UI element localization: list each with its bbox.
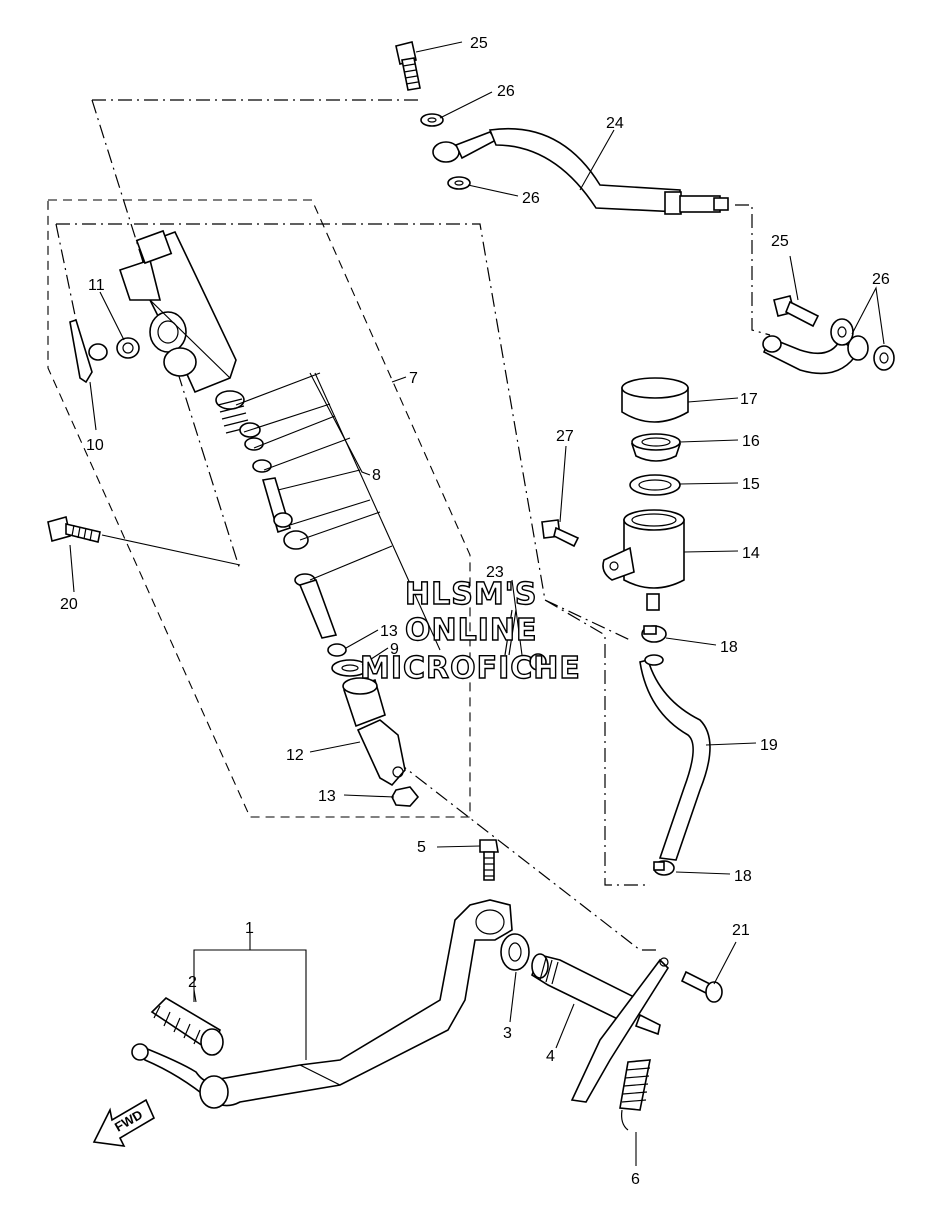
callout-15: 15 bbox=[742, 476, 760, 493]
fwd-direction-arrow: FWD bbox=[92, 1098, 156, 1147]
leader-lines bbox=[69, 41, 885, 1166]
part-13-nut-lower bbox=[391, 786, 420, 807]
callout-1: 1 bbox=[245, 920, 254, 937]
washers-26-top bbox=[420, 113, 471, 190]
bolt-25-top bbox=[395, 41, 421, 91]
reservoir-cap-17 bbox=[621, 377, 689, 423]
callout-21: 21 bbox=[732, 922, 750, 939]
callout-20: 20 bbox=[60, 596, 78, 613]
watermark: HLSM'S ONLINE MICROFICHE bbox=[359, 576, 581, 686]
callout-7: 7 bbox=[409, 370, 418, 387]
callout-18: 18 bbox=[734, 868, 752, 885]
callout-10: 10 bbox=[86, 437, 104, 454]
washer-3 bbox=[500, 933, 530, 971]
callout-26: 26 bbox=[522, 190, 540, 207]
watermark-line-1: HLSM'S bbox=[405, 577, 537, 612]
callout-6: 6 bbox=[631, 1171, 640, 1188]
callout-9: 9 bbox=[390, 641, 399, 658]
plate-15 bbox=[629, 474, 681, 496]
part-12-clevis bbox=[356, 719, 406, 787]
watermark-line-3: MICROFICHE bbox=[360, 651, 581, 686]
bolt-25-right bbox=[773, 295, 820, 328]
callout-26: 26 bbox=[497, 83, 515, 100]
bolt-27 bbox=[541, 519, 580, 548]
callout-labels: 25 26 26 24 25 26 17 16 15 14 27 18 19 1… bbox=[60, 35, 890, 1188]
callout-16: 16 bbox=[742, 433, 760, 450]
callout-5: 5 bbox=[417, 839, 426, 856]
bolt-5 bbox=[479, 839, 499, 881]
brake-hose-24 bbox=[432, 127, 729, 215]
callout-8: 8 bbox=[372, 467, 381, 484]
part-11-nut bbox=[116, 337, 140, 359]
pin-21 bbox=[680, 970, 723, 1003]
brake-pedal-1 bbox=[131, 899, 513, 1109]
clamp-18-upper bbox=[641, 625, 667, 643]
piston-kit-parts bbox=[215, 390, 347, 657]
callout-25: 25 bbox=[771, 233, 789, 250]
callout-4: 4 bbox=[546, 1048, 555, 1065]
callout-23: 23 bbox=[486, 564, 504, 581]
diaphragm-16 bbox=[630, 433, 682, 462]
callout-3: 3 bbox=[503, 1025, 512, 1042]
callout-13: 13 bbox=[380, 623, 398, 640]
part-10-bracket bbox=[69, 318, 108, 384]
part-9-washer bbox=[331, 659, 369, 677]
spring-6 bbox=[619, 1059, 651, 1131]
callout-12: 12 bbox=[286, 747, 304, 764]
master-cylinder-body bbox=[118, 229, 237, 394]
hose-end-right bbox=[762, 318, 895, 375]
callout-19: 19 bbox=[760, 737, 778, 754]
clamp-18-lower bbox=[653, 860, 675, 876]
callout-2: 2 bbox=[188, 974, 197, 991]
hose-19 bbox=[639, 654, 711, 861]
callout-24: 24 bbox=[606, 115, 624, 132]
callout-27: 27 bbox=[556, 428, 574, 445]
callout-13: 13 bbox=[318, 788, 336, 805]
pedal-rubber-2 bbox=[150, 996, 224, 1056]
callout-14: 14 bbox=[742, 545, 760, 562]
bolt-20 bbox=[47, 516, 101, 543]
shaft-4 bbox=[531, 953, 670, 1103]
part-9-boot bbox=[342, 677, 386, 728]
callout-26: 26 bbox=[872, 271, 890, 288]
part-23-pin bbox=[504, 609, 547, 671]
callout-25: 25 bbox=[470, 35, 488, 52]
callout-17: 17 bbox=[740, 391, 758, 408]
reservoir-14 bbox=[602, 509, 685, 611]
assembly-outline-lines bbox=[47, 99, 771, 951]
callout-11: 11 bbox=[88, 277, 105, 294]
watermark-line-2: ONLINE bbox=[405, 613, 538, 648]
callout-18: 18 bbox=[720, 639, 738, 656]
